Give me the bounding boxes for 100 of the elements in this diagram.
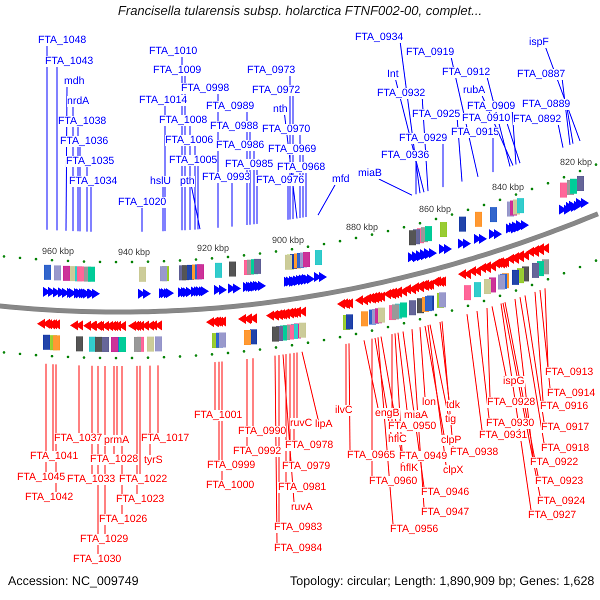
gene-label: FTA_0978 bbox=[285, 440, 334, 451]
leader-line bbox=[440, 321, 450, 400]
gene-label: ispG bbox=[503, 376, 525, 387]
leader-line bbox=[466, 314, 482, 430]
leader-line bbox=[252, 358, 254, 426]
leader-line bbox=[544, 288, 548, 368]
leader-line bbox=[512, 112, 516, 165]
gene-label: miaA bbox=[404, 410, 428, 421]
leader-line bbox=[520, 296, 544, 444]
gene-label: FTA_0909 bbox=[467, 101, 516, 112]
gene-label: FTA_1020 bbox=[118, 197, 166, 208]
gene-label: ruvA bbox=[291, 502, 313, 513]
leader-line bbox=[194, 146, 196, 230]
gene-label: FTA_0992 bbox=[233, 446, 282, 457]
leader-line bbox=[558, 124, 564, 148]
footer-text: Accession: NC_009749 bbox=[8, 574, 139, 588]
gene-label: ispF bbox=[529, 37, 549, 48]
gene-label: FTA_1005 bbox=[169, 155, 218, 166]
leader-line bbox=[492, 306, 506, 376]
gene-label: FTA_1034 bbox=[69, 176, 118, 187]
gene-label: FTA_1006 bbox=[165, 135, 214, 146]
gene-label: FTA_1048 bbox=[38, 35, 86, 46]
leader-line bbox=[534, 291, 544, 402]
scale-label: 840 kbp bbox=[492, 182, 524, 192]
map-title: Francisella tularensis subsp. holarctica FTNF002-00, complet... bbox=[118, 3, 482, 18]
gene-label: FTA_1001 bbox=[194, 410, 242, 421]
gene-label: FTA_0999 bbox=[207, 460, 256, 471]
gene-label: FTA_0989 bbox=[206, 101, 254, 112]
gene-label: FTA_0976 bbox=[256, 175, 304, 186]
gene-label: FTA_0912 bbox=[442, 67, 490, 78]
leader-line bbox=[78, 364, 80, 434]
gene-label: mdh bbox=[64, 76, 84, 87]
leader-line bbox=[296, 352, 298, 418]
gene-label: hflK bbox=[400, 463, 418, 474]
leader-line bbox=[506, 124, 520, 164]
leader-line bbox=[46, 46, 48, 230]
gene-label: mfd bbox=[332, 174, 350, 185]
scale-label: 880 kbp bbox=[346, 222, 378, 232]
scale-label: 940 kbp bbox=[118, 246, 150, 257]
gene-label: FTA_0929 bbox=[399, 133, 448, 144]
leader-line bbox=[191, 186, 200, 230]
scale-label: 900 kbp bbox=[272, 234, 304, 245]
gene-label: FTA_1026 bbox=[99, 514, 148, 525]
gene-label: tig bbox=[445, 414, 456, 425]
leader-line bbox=[52, 364, 54, 452]
gene-label: FTA_1010 bbox=[149, 46, 198, 57]
gene-label: FTA_0973 bbox=[247, 65, 296, 76]
scale-label: 920 kbp bbox=[197, 243, 230, 254]
gene-label: FTA_0927 bbox=[528, 510, 576, 521]
gene-label: FTA_1035 bbox=[66, 156, 114, 167]
gene-label: clpP bbox=[441, 435, 462, 446]
gene-label: FTA_0979 bbox=[282, 461, 330, 472]
gene-label: FTA_1041 bbox=[30, 451, 78, 462]
gene-label: FTA_0922 bbox=[530, 457, 578, 468]
leader-line bbox=[348, 342, 350, 450]
gene-label: FTA_0916 bbox=[540, 401, 588, 412]
leader-line bbox=[364, 340, 378, 408]
gene-label: FTA_0949 bbox=[399, 451, 448, 462]
leader-line bbox=[492, 138, 494, 173]
gene-label: FTA_0918 bbox=[541, 443, 590, 454]
gene-label: FTA_1014 bbox=[139, 95, 188, 106]
gene-label: FTA_1033 bbox=[67, 474, 116, 485]
gene-label: FTA_0956 bbox=[390, 524, 438, 535]
leader-line bbox=[218, 361, 220, 460]
gene-label: FTA_0968 bbox=[277, 162, 326, 173]
leader-line bbox=[540, 290, 550, 388]
gene-label: FTA_0960 bbox=[369, 476, 418, 487]
gene-label: Int bbox=[387, 69, 399, 80]
gene-label: FTA_0990 bbox=[238, 426, 286, 437]
leader-line bbox=[442, 144, 444, 188]
gene-label: FTA_1022 bbox=[119, 474, 168, 485]
gene-label: FTA_0984 bbox=[274, 543, 322, 554]
gene-label: FTA_0923 bbox=[535, 476, 584, 487]
gene-label: FTA_1043 bbox=[45, 56, 94, 67]
gene-label: rubA bbox=[463, 85, 486, 96]
leader-line bbox=[442, 320, 454, 448]
gene-label: FTA_0998 bbox=[181, 83, 230, 94]
gene-label: engB bbox=[375, 408, 400, 419]
leader-line bbox=[302, 351, 318, 420]
leader-line bbox=[428, 324, 446, 466]
gene-label: FTA_0919 bbox=[406, 47, 454, 58]
gene-label: clpX bbox=[443, 465, 464, 476]
leader-line bbox=[398, 332, 408, 410]
gene-label: FTA_0938 bbox=[450, 447, 498, 458]
gene-label: lipA bbox=[315, 419, 333, 430]
gene-label: FTA_0947 bbox=[421, 507, 470, 518]
gene-label: FTA_1000 bbox=[206, 480, 254, 491]
gene-label: FTA_1028 bbox=[90, 454, 138, 465]
leader-line bbox=[420, 326, 426, 398]
gene-label: FTA_1042 bbox=[25, 492, 74, 503]
gene-label: FTA_0983 bbox=[274, 522, 322, 533]
leader-line bbox=[476, 310, 490, 418]
gene-label: FTA_0950 bbox=[388, 421, 436, 432]
gene-label: FTA_0925 bbox=[412, 109, 460, 120]
footer-text: Topology: circular; Length: 1,890,909 bp; Genes: 1,628 bbox=[290, 574, 594, 588]
scale-label: 860 kbp bbox=[419, 204, 452, 214]
gene-label: ilvC bbox=[335, 405, 352, 416]
scale-label: 960 kbp bbox=[42, 246, 74, 256]
gene-label: FTA_0988 bbox=[210, 121, 258, 132]
gene-label: FTA_1008 bbox=[159, 115, 208, 126]
